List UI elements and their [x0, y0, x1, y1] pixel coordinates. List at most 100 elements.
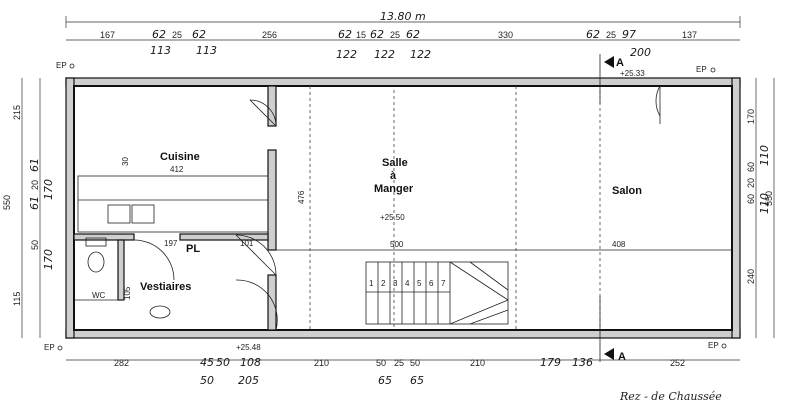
room-salle-l1: Salle — [382, 157, 408, 169]
left-dim-0: 215 — [12, 105, 22, 120]
right-dim-3: 60 — [746, 194, 756, 204]
top-hand-b: 113 — [196, 44, 217, 57]
right-dim-0: 170 — [746, 109, 756, 124]
room-wc: WC — [92, 291, 106, 300]
right-dim-labels: 170 60 20 60 550 240 110 110 — [746, 109, 774, 284]
room-labels: Cuisine 412 30 Salle à Manger +25.50 476… — [92, 151, 642, 300]
room-pl: PL — [186, 243, 200, 255]
room-salle-dim: 476 — [297, 190, 306, 204]
ep-top-right: EP — [696, 65, 707, 74]
overall-width: 13.80 m — [380, 10, 426, 23]
stair-step-4: 4 — [405, 279, 410, 288]
top-dim-14: 137 — [682, 30, 697, 40]
right-hand-a: 110 — [758, 145, 771, 166]
room-salle-l2: à — [390, 170, 397, 182]
top-dim-6: 15 — [356, 30, 366, 40]
bottom-hand-c: 65 — [378, 374, 392, 387]
ep-bottom-left: EP — [44, 343, 55, 352]
room-pl-door: 101 — [240, 239, 254, 248]
bottom-dim-6: 25 — [394, 358, 404, 368]
top-hand-a: 113 — [150, 44, 171, 57]
left-dim-4: 61 — [28, 158, 41, 172]
top-dim-2: 25 — [172, 30, 182, 40]
room-salle-bottom: 500 — [390, 240, 404, 249]
left-dim-5: 550 — [2, 195, 12, 210]
ep-bottom-right: EP — [708, 341, 719, 350]
level-top: +25.33 — [620, 69, 645, 78]
bottom-dim-2: 50 — [216, 356, 230, 369]
top-hand-notes: 113 113 122 122 122 200 — [150, 44, 651, 61]
top-dim-8: 25 — [390, 30, 400, 40]
room-pl-dim: 197 — [164, 239, 178, 248]
top-dim-1: 62 — [152, 28, 166, 41]
outer-walls — [65, 77, 741, 339]
top-dim-9: 62 — [406, 28, 420, 41]
bottom-dim-5: 50 — [376, 358, 386, 368]
left-dim-3: 20 — [30, 180, 40, 190]
bottom-dim-4: 210 — [314, 358, 329, 368]
room-salon: Salon — [612, 185, 642, 197]
plan-caption: Rez - de Chaussée — [619, 390, 722, 403]
level-middle: +25.50 — [380, 213, 405, 222]
top-dim-7: 62 — [370, 28, 384, 41]
top-dim-5: 62 — [338, 28, 352, 41]
staircase: 1 2 3 4 5 6 7 — [365, 261, 509, 325]
bottom-hand-b: 205 — [238, 374, 259, 387]
left-hand-a: 170 — [42, 179, 55, 200]
stair-step-6: 6 — [429, 279, 434, 288]
interior-walls — [73, 85, 732, 331]
bottom-hand-notes: 50 205 65 65 — [200, 374, 424, 387]
top-hand-d: 122 — [374, 48, 395, 61]
stair-step-5: 5 — [417, 279, 422, 288]
stair-step-3: 3 — [393, 279, 398, 288]
room-salon-dim: 408 — [612, 240, 626, 249]
right-dim-2: 20 — [746, 178, 756, 188]
top-dim-11: 62 — [586, 28, 600, 41]
room-cuisine-dim: 412 — [170, 165, 184, 174]
level-bottom: +25.48 — [236, 343, 261, 352]
bottom-dim-0: 282 — [114, 358, 129, 368]
room-cuisine-side: 30 — [121, 157, 130, 166]
right-dim-4: 550 — [764, 191, 774, 206]
kitchen-counter — [77, 175, 269, 233]
room-cuisine: Cuisine — [160, 151, 200, 163]
right-hand-b: 110 — [758, 193, 771, 214]
room-salle-l3: Manger — [374, 183, 414, 195]
top-dim-3: 62 — [192, 28, 206, 41]
bottom-dim-11: 252 — [670, 358, 685, 368]
top-hand-e: 122 — [410, 48, 431, 61]
room-wc-dim: 105 — [123, 286, 132, 300]
bottom-dim-3: 108 — [240, 356, 261, 369]
bottom-dim-10: 136 — [572, 356, 593, 369]
wc-fixture — [85, 237, 171, 319]
stair-step-7: 7 — [441, 279, 446, 288]
top-dim-0: 167 — [100, 30, 115, 40]
bottom-dim-8: 210 — [470, 358, 485, 368]
left-hand-b: 170 — [42, 249, 55, 270]
stair-step-1: 1 — [369, 279, 374, 288]
bottom-dim-labels: 282 45 50 108 210 50 25 50 210 179 136 2… — [114, 356, 685, 369]
stair-step-2: 2 — [381, 279, 386, 288]
left-dim-1: 50 — [30, 240, 40, 250]
top-dim-10: 330 — [498, 30, 513, 40]
left-dim-6: 115 — [12, 292, 22, 306]
downpipe-markers: EP EP EP EP — [44, 61, 727, 352]
bottom-hand-d: 65 — [410, 374, 424, 387]
right-dim-1: 60 — [746, 162, 756, 172]
left-dim-2: 61 — [28, 196, 41, 210]
left-dim-labels: 215 50 61 20 61 550 115 170 170 — [2, 105, 55, 306]
section-mark-top: A — [616, 57, 624, 69]
right-dim-5: 240 — [746, 269, 756, 284]
doors — [133, 85, 661, 331]
ep-top-left: EP — [56, 61, 67, 70]
bottom-dim-9: 179 — [540, 356, 561, 369]
bottom-dim-1: 45 — [200, 356, 214, 369]
section-mark-bottom: A — [618, 351, 626, 363]
section-markers: A +25.33 A +25.48 — [236, 54, 645, 363]
top-hand-f: 200 — [630, 46, 651, 59]
top-hand-c: 122 — [336, 48, 357, 61]
top-dim-12: 25 — [606, 30, 616, 40]
top-dim-labels: 167 62 25 62 256 62 15 62 25 62 330 62 2… — [100, 28, 697, 41]
bottom-dim-7: 50 — [410, 358, 420, 368]
